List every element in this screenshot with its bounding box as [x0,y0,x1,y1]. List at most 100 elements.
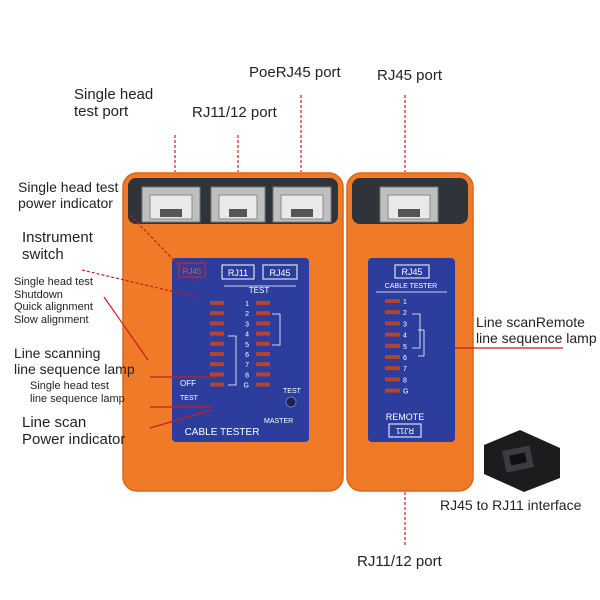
label-line: Quick alignment [14,301,93,314]
label-line: Line scanning [14,345,101,361]
remote-lamp-number: 1 [403,299,407,306]
poe-rj45-port [272,186,332,223]
panel-rj11-label: RJ11 [228,268,248,278]
remote-lamp-led [385,377,400,382]
panel-test-label: TEST [249,286,270,295]
label-line: power indicator [18,195,113,212]
label-line: Single head test [14,276,93,288]
label-line: switch [22,246,64,264]
remote-rj45-port [379,186,439,223]
remote-lamp-led [385,366,400,371]
main-lamp-led [256,341,270,346]
test-button [285,396,297,408]
label-line: Single head [74,86,154,103]
remote-lamp-number: 4 [403,333,407,340]
remote-pair-bracket [412,313,425,357]
panel-rj45-label: RJ45 [183,267,202,276]
remote-lamp-led [385,299,400,303]
label-line: test port [74,103,129,121]
remote-lamp-led [385,310,400,315]
main-lamp-led [256,331,270,336]
pair-bracket [228,313,281,386]
single-head-lamp-led [210,362,224,367]
label-line: line sequence lamp [30,392,125,405]
remote-label: REMOTE [386,412,425,422]
label-line: Single head test [30,380,109,392]
main-lamp-led [256,311,270,316]
remote-lamp-led [385,332,400,337]
master-label: MASTER [264,418,293,425]
single-head-lamp-led [210,382,224,387]
label-poe-rj45-port: PoeRJ45 port [249,64,341,81]
remote-lamp-number: G [403,389,408,396]
single-head-lamp-led [210,352,224,356]
label-rj11-12-port-top: RJ11/12 port [192,104,277,121]
label-line: Instrument [22,229,93,246]
remote-lamp-number: 3 [403,321,407,328]
single-head-lamp-led [210,372,224,377]
label-single-head-sequence-lamp: Single head test line sequence lamp [30,380,125,405]
single-head-lamp-led [210,311,224,316]
single-head-lamp-led [210,301,224,305]
label-line: Line scan [22,414,87,431]
label-rj45-port: RJ45 port [377,67,443,84]
remote-lamp-led [385,388,400,393]
main-lamp-led [256,352,270,356]
label-line: Power indicator [22,431,126,449]
cable-tester-label: CABLE TESTER [185,427,260,438]
label-rj45-to-rj11: RJ45 to RJ11 interface [440,497,582,513]
main-lamp-led [256,321,270,326]
main-lamp-number: 4 [245,332,249,339]
label-single-head-test-port: Single head test port [74,86,153,121]
main-lamp-led [256,362,270,367]
label-line-scanning-lamp: Line scanning line sequence lamp [14,345,135,377]
remote-lamp-number: 7 [403,366,407,373]
label-single-head-power-indicator: Single head test power indicator [18,179,118,211]
main-lamp-number: 8 [245,372,249,379]
remote-lamp-number: 5 [403,344,407,351]
remote-lamp-led [385,321,400,326]
single-head-rj45-port [141,186,201,223]
rj45-rj11-adapter [484,430,560,492]
test-button-label: TEST [283,388,302,395]
remote-lamp-led [385,343,400,348]
main-lamp-led [256,382,270,387]
label-line: line sequence lamp [476,330,597,347]
main-lamp-led [256,301,270,305]
label-line: Slow alignment [14,313,89,326]
label-instrument-switch: Instrument switch [22,229,93,264]
main-lamp-number: 5 [245,342,249,349]
remote-lamp-column: 1 2 3 4 5 6 7 8G [385,299,425,396]
remote-blue-panel [368,258,455,442]
label-line: Single head test [18,179,119,195]
single-head-lamp-led [210,331,224,336]
leader-lines [81,95,563,545]
main-lamp-number: 7 [245,362,249,369]
label-switch-modes: Single head test Shutdown Quick alignmen… [14,276,93,327]
remote-cable-tester-label: CABLE TESTER [385,283,437,290]
label-rj11-12-port-bottom: RJ11/12 port [357,553,442,570]
single-head-lamp-led [210,321,224,326]
main-blue-panel [172,258,309,442]
main-lamp-led [256,372,270,377]
main-lamp-number: 1 [245,301,249,308]
remote-lamp-number: 6 [403,355,407,362]
single-head-lamp-led [210,341,224,346]
main-lamp-number: 3 [245,321,249,328]
main-lamp-number: 2 [245,311,249,318]
panel-rj45b-label: RJ45 [269,268,290,278]
off-label: OFF [180,379,196,388]
remote-lamp-number: 8 [403,377,407,384]
rj11-12-port [210,186,266,223]
label-remote-sequence-lamp: Line scanRemote line sequence lamp [476,314,597,346]
label-line: Shutdown [14,288,63,301]
test-small-label: TEST [180,395,199,402]
remote-lamp-number: 2 [403,310,407,317]
remote-rj11-stamp: RJ11 [395,426,414,435]
label-line: Line scanRemote [476,314,585,330]
label-line-scan-power: Line scan Power indicator [22,414,125,449]
main-lamp-number: G [244,383,249,390]
